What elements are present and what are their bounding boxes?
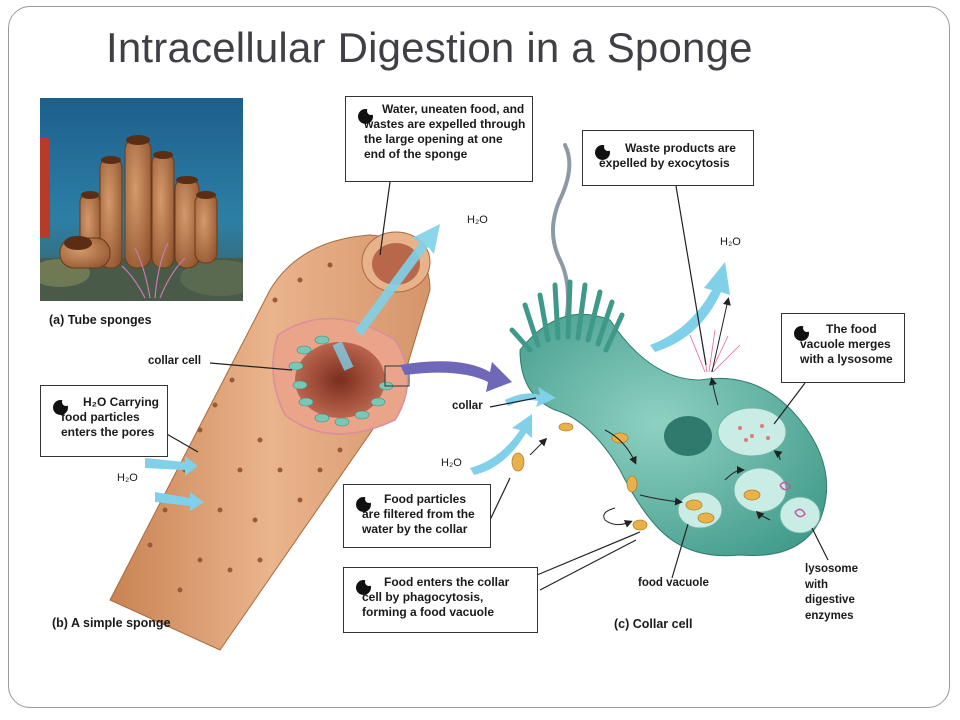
water-arrow-collar-left bbox=[470, 414, 532, 475]
h2o-label-exit: H₂O bbox=[720, 236, 741, 248]
step-bullet-icon bbox=[356, 578, 373, 595]
slide-title: Intracellular Digestion in a Sponge bbox=[106, 24, 753, 71]
callout-phagocytosis-text: Food enters the collar cell by phagocyto… bbox=[362, 575, 510, 619]
callout-exocytosis-text: Waste products are expelled by exocytosi… bbox=[599, 141, 736, 170]
step-bullet-icon bbox=[358, 107, 375, 124]
tube-sponges-photo bbox=[40, 98, 243, 301]
collar-cell bbox=[509, 143, 828, 557]
water-out-arrow bbox=[355, 224, 440, 336]
callout-phagocytosis: Food enters the collar cell by phagocyto… bbox=[343, 567, 538, 633]
h2o-label-top: H₂O bbox=[467, 214, 488, 226]
simple-sponge-body bbox=[109, 231, 431, 651]
callout-filtered-text: Food particles are filtered from the wat… bbox=[362, 492, 475, 536]
panel-b-label: (b) A simple sponge bbox=[52, 616, 171, 630]
food-vacuole-label: food vacuole bbox=[638, 577, 709, 589]
callout-enters-text: H₂O Carrying food particles enters the p… bbox=[61, 395, 160, 439]
collar-label: collar bbox=[452, 400, 483, 412]
callout-expelled: Water, uneaten food, and wastes are expe… bbox=[345, 96, 533, 182]
callout-merges: The food vacuole merges with a lysosome bbox=[781, 313, 905, 383]
step-bullet-icon bbox=[595, 143, 612, 160]
flow-arrow bbox=[400, 361, 512, 392]
water-arrow-exit bbox=[650, 262, 730, 352]
callout-enters: H₂O Carrying food particles enters the p… bbox=[40, 385, 168, 457]
callout-exocytosis: Waste products are expelled by exocytosi… bbox=[582, 130, 754, 186]
callout-merges-text: The food vacuole merges with a lysosome bbox=[800, 322, 893, 366]
panel-a-label: (a) Tube sponges bbox=[49, 313, 152, 327]
water-in-arrows bbox=[145, 456, 204, 511]
callout-filtered: Food particles are filtered from the wat… bbox=[343, 484, 491, 548]
h2o-label-collar: H₂O bbox=[441, 457, 462, 469]
lysosome-label: lysosome with digestive enzymes bbox=[805, 563, 859, 622]
panel-c-label: (c) Collar cell bbox=[614, 617, 693, 631]
callout-expelled-text: Water, uneaten food, and wastes are expe… bbox=[364, 102, 526, 161]
step-bullet-icon bbox=[356, 495, 373, 512]
collar-cell-label: collar cell bbox=[148, 355, 202, 367]
step-bullet-icon bbox=[794, 324, 811, 341]
h2o-label-pores: H₂O bbox=[117, 472, 138, 484]
step-bullet-icon bbox=[53, 398, 70, 415]
